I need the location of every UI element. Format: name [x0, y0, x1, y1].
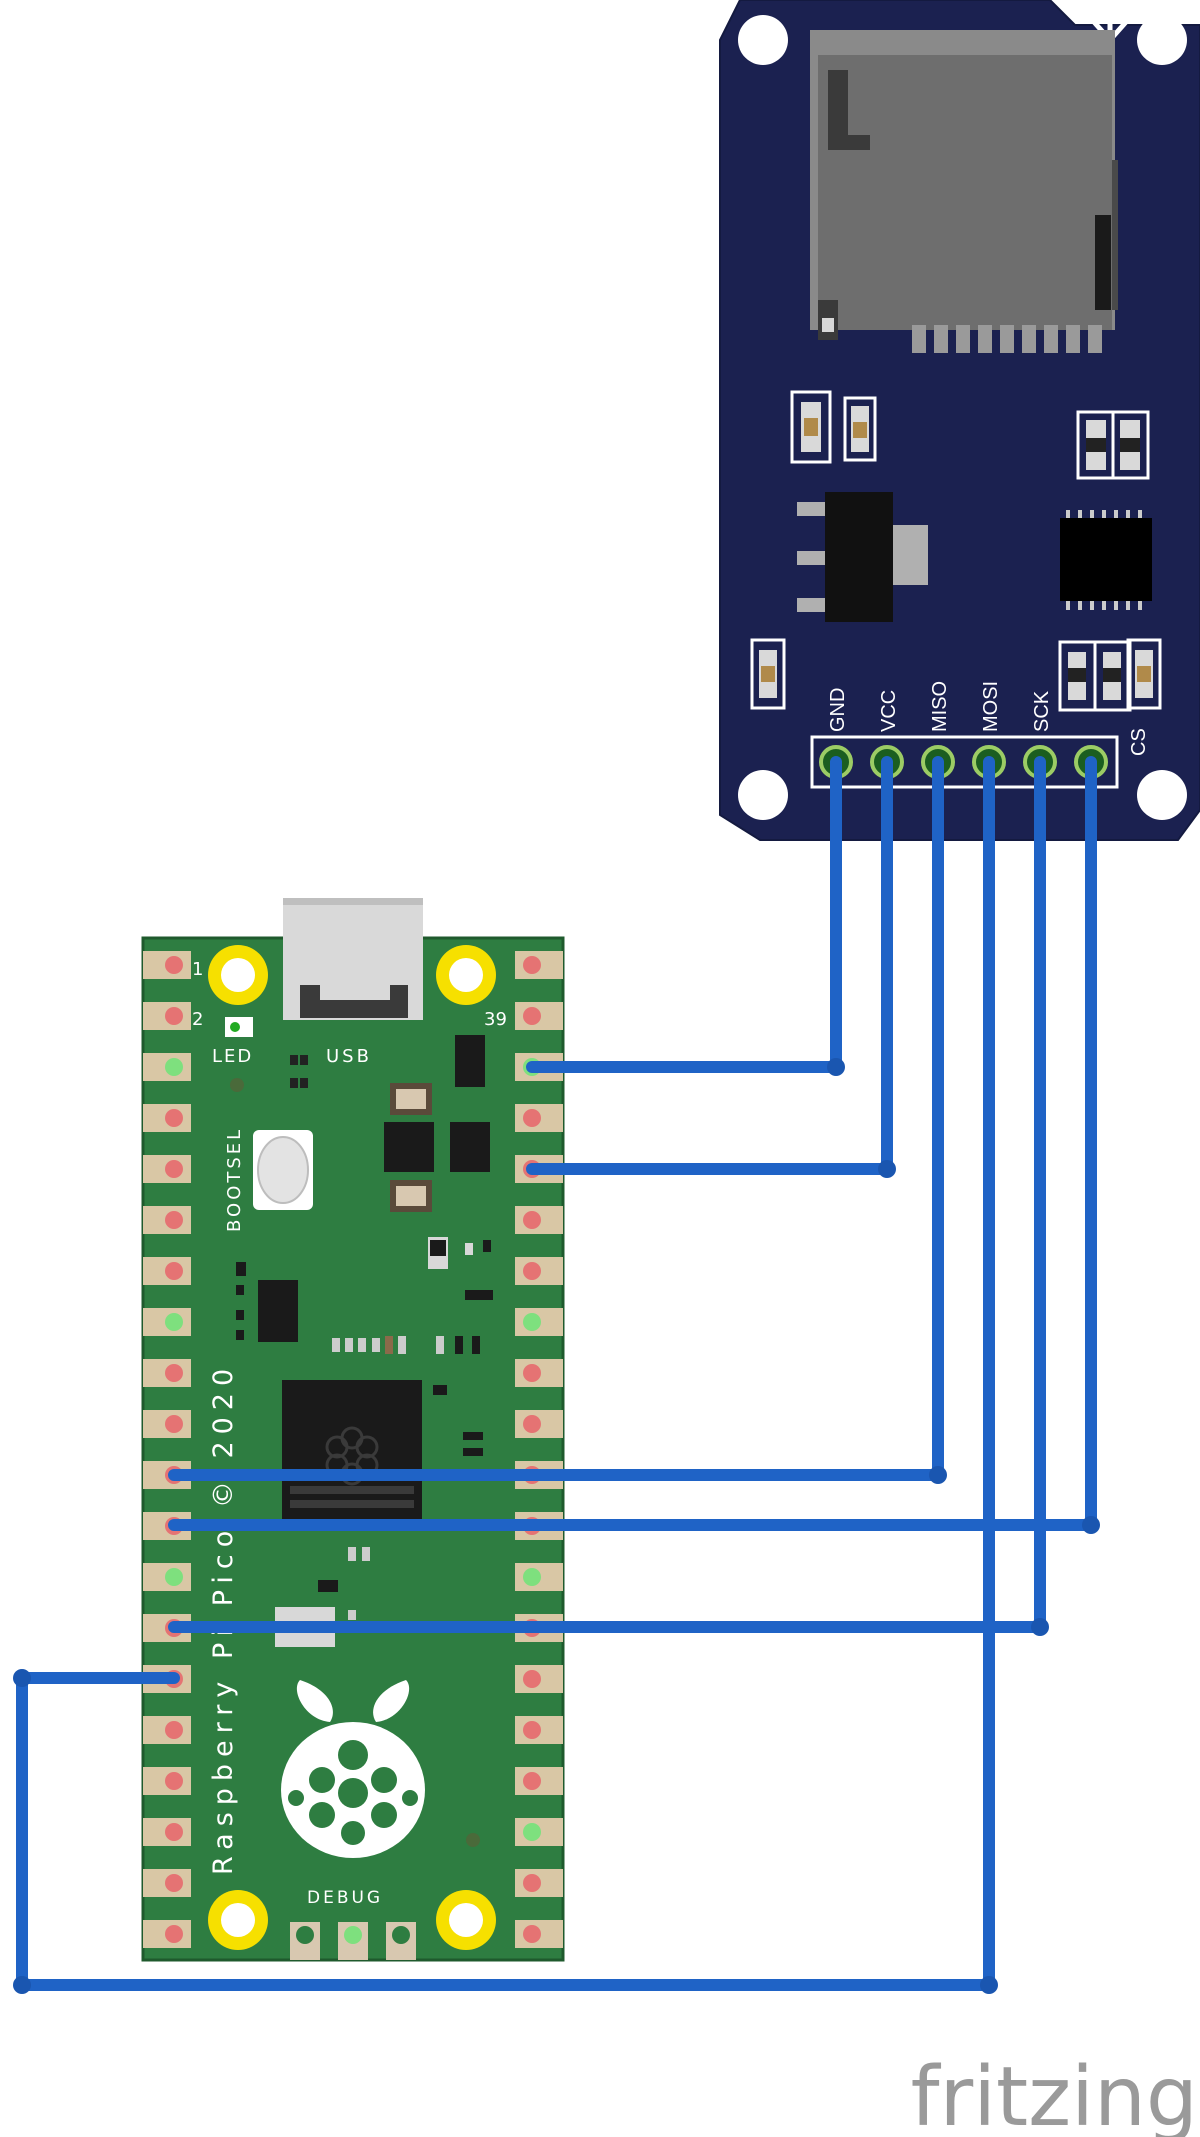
debug-label: DEBUG	[307, 1888, 383, 1908]
pin-39-label: 39	[484, 1009, 507, 1030]
pin-hole[interactable]	[523, 956, 541, 974]
debug-pads	[290, 1922, 416, 1960]
pin-hole[interactable]	[523, 1262, 541, 1280]
microsd-socket	[810, 30, 1118, 353]
smd-resistor-pair	[1076, 410, 1150, 480]
pin-hole[interactable]	[523, 1364, 541, 1382]
pin-hole[interactable]	[165, 956, 183, 974]
smd-resistor	[843, 396, 877, 462]
pin-hole[interactable]	[523, 1925, 541, 1943]
pin-hole[interactable]	[523, 1415, 541, 1433]
pico-name-label: Raspberry Pi Pico © 2020	[208, 1362, 239, 1875]
pin-hole[interactable]	[523, 1721, 541, 1739]
pin-label-sck: SCK	[1031, 690, 1053, 732]
sd-card-module: GND VCC MISO MOSI SCK CS	[719, 0, 1200, 841]
smd-resistor-group	[1058, 638, 1162, 712]
pin-label-cs: CS	[1128, 728, 1150, 756]
pin-hole[interactable]	[165, 1109, 183, 1127]
pin-hole[interactable]	[523, 1874, 541, 1892]
bootsel-button[interactable]	[253, 1130, 313, 1210]
pin-label-mosi: MOSI	[980, 681, 1002, 732]
pin-hole[interactable]	[523, 1772, 541, 1790]
pin-hole[interactable]	[523, 1670, 541, 1688]
pico-silkscreen: 1 2 39 LED USB BOOTSEL Raspberry Pi Pico…	[192, 959, 507, 1908]
pin-1-label: 1	[192, 959, 203, 980]
bootsel-label: BOOTSEL	[224, 1127, 245, 1232]
pin-hole[interactable]	[165, 1721, 183, 1739]
pin-2-label: 2	[192, 1009, 203, 1030]
pin-hole[interactable]	[165, 1874, 183, 1892]
pin-hole[interactable]	[165, 1211, 183, 1229]
raspberry-pi-pico: 1 2 39 LED USB BOOTSEL Raspberry Pi Pico…	[141, 898, 565, 1962]
mounting-hole	[738, 770, 788, 820]
pin-hole[interactable]	[165, 1058, 183, 1076]
mounting-hole	[738, 15, 788, 65]
pin-label-miso: MISO	[929, 681, 951, 732]
rp2040-chip	[282, 1380, 422, 1520]
pin-header-outline	[810, 735, 1119, 789]
usb-label: USB	[326, 1046, 372, 1067]
sd-pin-labels: GND VCC MISO MOSI SCK CS	[827, 681, 1150, 756]
mounting-hole	[1137, 770, 1187, 820]
pin-hole[interactable]	[523, 1109, 541, 1127]
pin-hole[interactable]	[523, 1007, 541, 1025]
mounting-hole	[1137, 15, 1187, 65]
pin-hole[interactable]	[165, 1364, 183, 1382]
smd-resistor	[790, 390, 832, 464]
led-indicator	[225, 1017, 253, 1092]
raspberry-pi-logo-icon	[281, 1680, 480, 1858]
led-label: LED	[212, 1046, 253, 1067]
pin-hole[interactable]	[165, 1415, 183, 1433]
pin-hole[interactable]	[523, 1211, 541, 1229]
pin-hole[interactable]	[165, 1823, 183, 1841]
usb-connector	[283, 898, 423, 1020]
pin-label-gnd: GND	[827, 688, 849, 732]
smd-resistor	[750, 638, 786, 710]
level-shifter-ic	[1060, 510, 1152, 610]
pin-hole[interactable]	[523, 1313, 541, 1331]
pin-hole[interactable]	[165, 1160, 183, 1178]
pin-hole[interactable]	[165, 1313, 183, 1331]
pin-label-vcc: VCC	[878, 690, 900, 732]
pico-components	[236, 1035, 493, 1456]
pin-hole[interactable]	[165, 1568, 183, 1586]
pin-hole[interactable]	[523, 1568, 541, 1586]
wire-end-dots	[13, 1058, 1100, 1994]
pin-hole[interactable]	[165, 1007, 183, 1025]
voltage-regulator	[797, 492, 928, 622]
fritzing-logo: fritzing	[911, 2050, 1198, 2137]
pin-hole[interactable]	[165, 1925, 183, 1943]
pico-mounting-holes	[208, 945, 496, 1950]
pin-hole[interactable]	[165, 1262, 183, 1280]
pin-hole[interactable]	[523, 1823, 541, 1841]
pin-hole[interactable]	[165, 1772, 183, 1790]
